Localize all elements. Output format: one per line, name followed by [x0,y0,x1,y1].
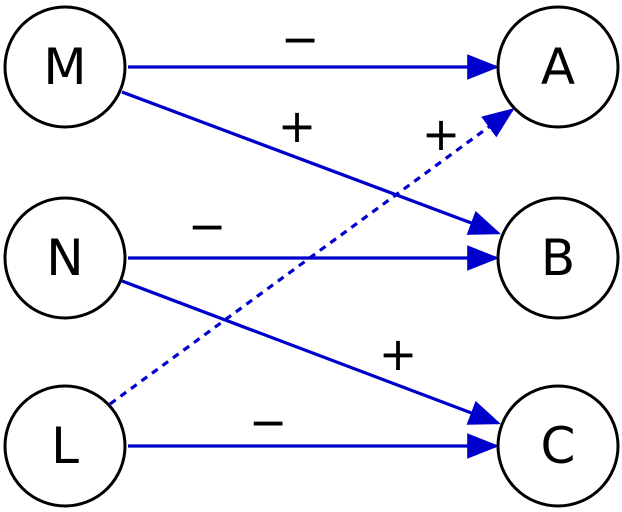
node-n: N [3,196,127,320]
node-c-label: C [541,417,576,475]
node-m-label: M [43,38,86,96]
node-a-circle [496,5,620,129]
edge-label-m-to-a: − [281,12,320,66]
edge-l-to-a [109,108,515,406]
edge-label-l-to-a: + [422,107,461,161]
node-l: L [3,384,127,508]
node-c-circle [496,384,620,508]
edge-label-n-to-b: − [188,199,227,253]
node-c: C [496,384,620,508]
node-l-label: L [51,417,79,475]
edges [109,54,515,459]
node-m: M [3,5,127,129]
node-n-circle [3,196,127,320]
node-a-label: A [541,38,575,96]
edge-n-to-c [121,279,501,425]
node-a: A [496,5,620,129]
node-l-circle [3,384,127,508]
node-n-label: N [46,229,83,287]
edge-label-l-to-c: − [249,395,288,449]
node-m-circle [3,5,127,129]
edge-labels: − + − + − + [188,12,461,449]
node-b-circle [496,196,620,320]
edge-label-n-to-c: + [379,327,418,381]
node-b-label: B [541,229,575,287]
edge-m-to-b [121,90,501,235]
edge-label-m-to-b: + [278,99,317,153]
node-b: B [496,196,620,320]
